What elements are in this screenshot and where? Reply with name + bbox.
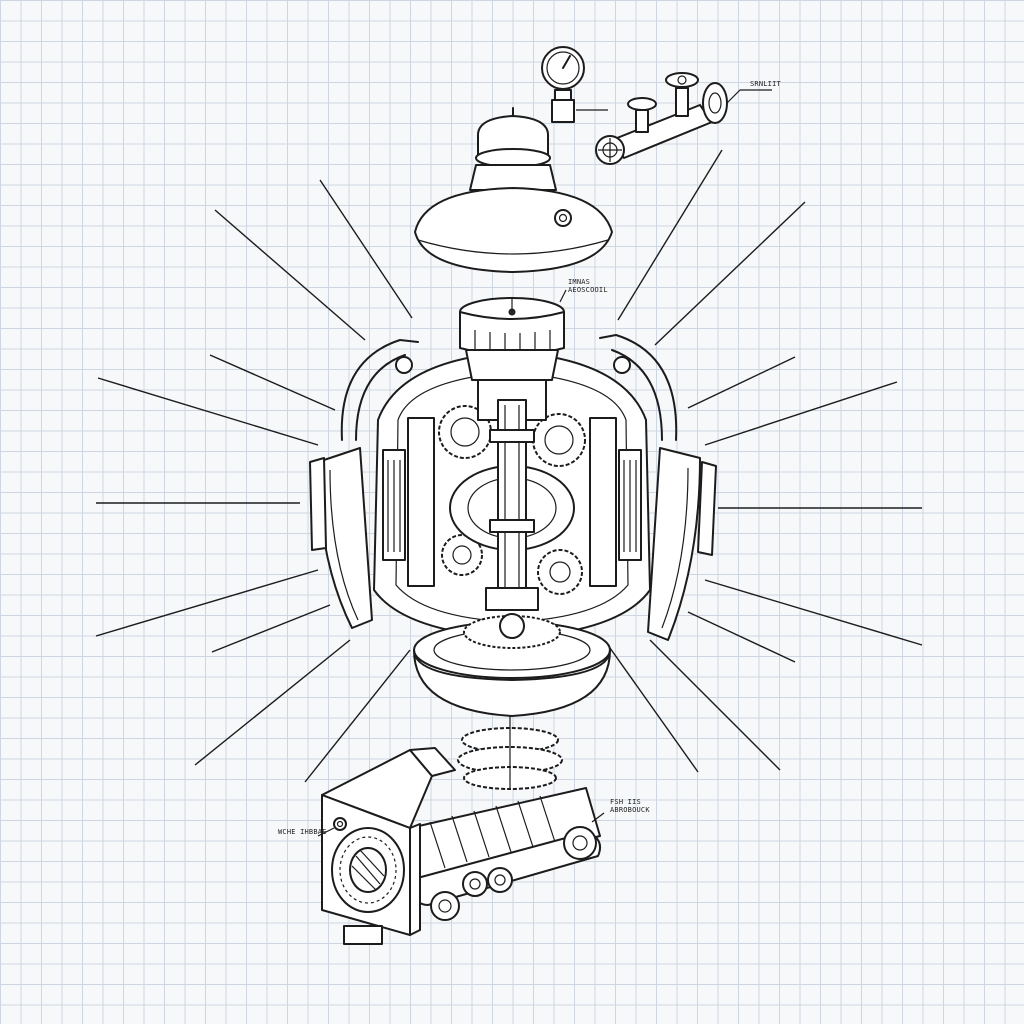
label-top-center: IMNAS AEOSCOOIL: [568, 278, 608, 294]
valve-assembly: [595, 72, 772, 165]
label-right-lower-line2: ABROBOUCK: [610, 806, 650, 814]
label-top-center-line1: IMNAS: [568, 278, 591, 286]
right-side-shield: [599, 334, 717, 641]
dome-cap: [414, 107, 613, 273]
label-top-right: SRNLIIT: [750, 80, 781, 88]
bottom-gear-stack: [457, 716, 563, 790]
left-side-shield: [309, 339, 419, 629]
gear-core: [373, 297, 651, 639]
label-top-center-line2: AEOSCOOIL: [568, 286, 608, 294]
pressure-gauge: [541, 46, 608, 123]
label-left-middle: WCHE IHBBAE: [278, 828, 327, 836]
explosion-rays: [95, 149, 923, 783]
lower-bowl: [413, 613, 611, 717]
label-right-lower-line1: FSH IIS: [610, 798, 641, 806]
label-right-lower: FSH IIS ABROBOUCK: [610, 798, 650, 814]
motor-conveyor-unit: [317, 289, 605, 945]
